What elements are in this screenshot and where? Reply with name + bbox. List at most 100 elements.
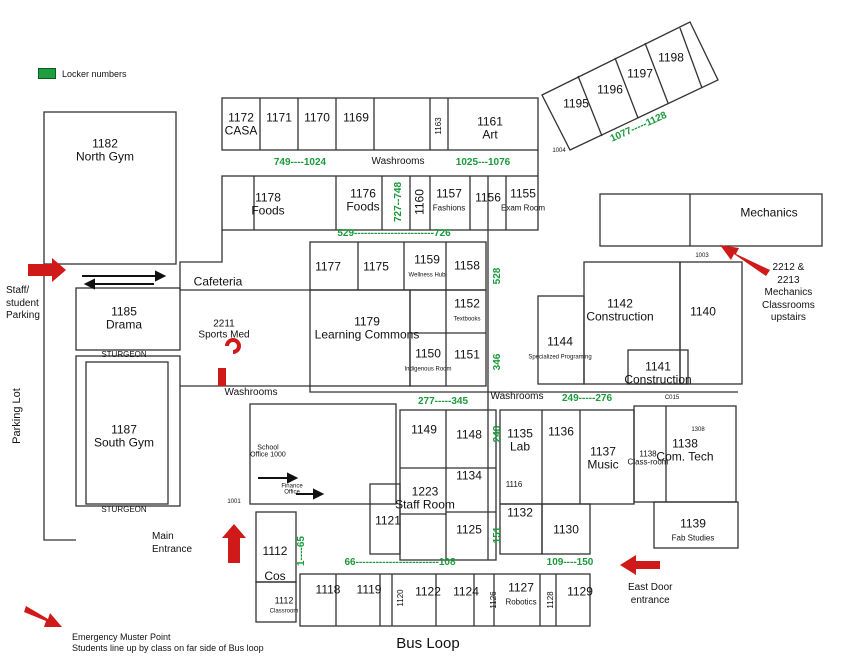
locker-749-1024: 749----1024: [273, 156, 327, 168]
room-1195: 1195: [563, 96, 589, 111]
room-1196: 1196: [597, 82, 623, 97]
mechanics-line-2: 2213: [777, 274, 800, 286]
locker-248: 248: [491, 425, 503, 443]
room-1175: 1175: [363, 259, 389, 274]
parking-arrow: [28, 258, 66, 282]
finance-office: Finance Office: [281, 483, 303, 496]
locker-727-748: 727--748: [392, 181, 404, 223]
room-1122: 1122: [415, 584, 441, 599]
room-number: 1187: [111, 422, 137, 437]
mechanics-line-5: upstairs: [770, 312, 806, 323]
room-number: 1112: [274, 595, 294, 606]
room-1130: 1130: [553, 522, 579, 537]
room-name: Foods: [346, 199, 380, 213]
room-1134: 1134: [456, 468, 482, 483]
parking-label-line-2: student: [6, 297, 39, 309]
locker-277-345: 277-----345: [417, 395, 469, 407]
room-1128: 1128: [545, 591, 555, 609]
legend-swatch: [38, 68, 56, 79]
room-name: Lab: [509, 439, 531, 453]
room-name: Construction: [586, 309, 654, 323]
stairs-marker: [225, 338, 241, 354]
room-1149: 1149: [411, 422, 437, 437]
room-1163: 1163: [433, 117, 443, 135]
muster-arrow: [24, 606, 62, 627]
room-number: 1138: [672, 436, 698, 451]
room-name: Exam Room: [500, 203, 546, 212]
room-1156: 1156: [475, 190, 501, 205]
locker-66-108: 66-------------------------108: [344, 556, 456, 568]
room-number: 1150: [415, 346, 441, 361]
room-c015: C015: [664, 394, 680, 401]
washrooms-mid: Washrooms: [490, 390, 544, 402]
room-1004: 1004: [552, 147, 566, 154]
room-1001: 1001: [227, 498, 241, 505]
parking-label-line-1: Staff/: [6, 285, 30, 296]
muster-line-1: Emergency Muster Point: [72, 632, 171, 642]
room-name: South Gym: [93, 435, 155, 449]
room-1158: 1158: [454, 258, 480, 273]
room-name: Art: [482, 127, 498, 141]
room-number: 1182: [92, 136, 118, 151]
room-1124: 1124: [453, 584, 479, 599]
entrance-arrows: [24, 245, 770, 627]
locker-1025-1076: 1025---1076: [455, 156, 511, 168]
room-name: Wellness Hub: [408, 272, 446, 278]
room-number: 1157: [436, 186, 462, 201]
parking-lot-label: Parking Lot: [11, 388, 24, 444]
locker-528: 528: [491, 267, 503, 285]
room-1148: 1148: [456, 427, 482, 442]
room-number: 1137: [590, 444, 616, 459]
room-1129: 1129: [567, 584, 593, 599]
room-name: Drama: [105, 317, 143, 331]
room-number: 1179: [354, 314, 380, 329]
east-door-line-1: East Door: [628, 582, 673, 593]
building-walls: [43, 21, 823, 627]
room-number: 1138: [639, 449, 657, 459]
room-1132: 1132: [507, 505, 533, 520]
main-entrance-arrow: [222, 524, 246, 563]
mechanics-line-4: Classrooms: [762, 299, 815, 311]
room-name: Com. Tech: [656, 449, 714, 463]
main-entrance-line-1: Main: [152, 531, 174, 542]
room-number: 1112: [262, 544, 288, 559]
locker-151: 151: [491, 526, 503, 544]
room-1136: 1136: [548, 424, 574, 439]
sturgeon-bottom: STURGEON: [101, 504, 147, 514]
room-1116: 1116: [505, 479, 523, 489]
room-1118: 1118: [315, 582, 341, 597]
room-number: 1144: [547, 334, 573, 349]
room-number: 1155: [510, 186, 536, 201]
room-number: 1135: [507, 426, 533, 441]
room-1151: 1151: [454, 347, 480, 362]
washrooms-left: Washrooms: [224, 386, 278, 398]
room-number: 1142: [607, 296, 633, 311]
main-entrance-line-2: Entrance: [152, 543, 193, 555]
room-number: 1139: [680, 516, 706, 531]
locker-529-726: 529------------------------726: [337, 227, 451, 239]
washrooms-top: Washrooms: [371, 155, 425, 167]
room-name: Staff Room: [395, 497, 455, 511]
bus-loop-label: Bus Loop: [396, 635, 460, 653]
room-number: 1185: [111, 304, 137, 319]
sturgeon-top: STURGEON: [101, 349, 147, 359]
east-door-arrow: [620, 555, 660, 575]
